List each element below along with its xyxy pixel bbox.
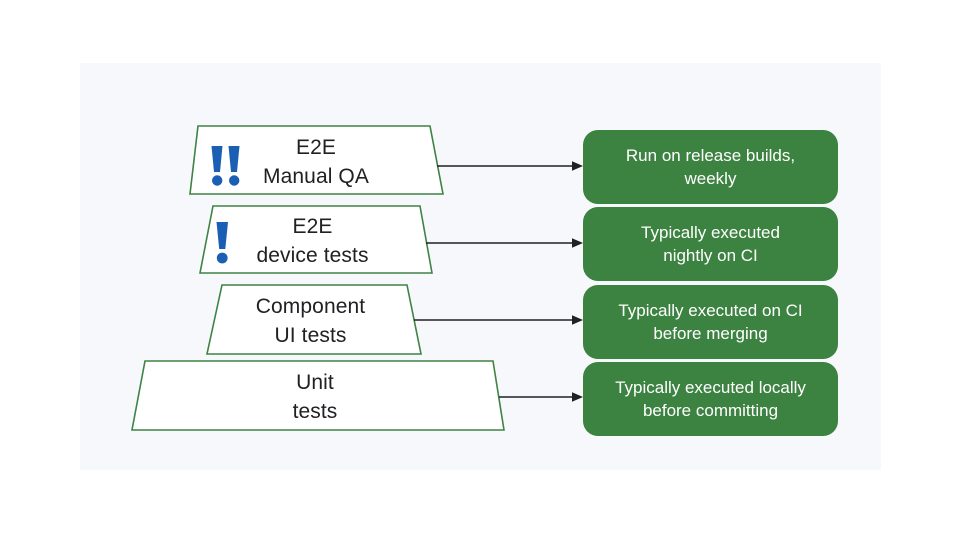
callout-text: Typically executed on CI before merging (618, 301, 803, 343)
connector-arrow-4 (499, 392, 583, 402)
callout-e2e-manual-qa[interactable]: Run on release builds, weekly (583, 130, 838, 204)
double-exclamation-icon (211, 146, 240, 186)
callout-text: Run on release builds, weekly (625, 146, 796, 188)
pyramid-layer-component-ui-tests[interactable] (206, 284, 422, 355)
pyramid-layer-unit-tests[interactable] (131, 360, 505, 431)
connector-arrow-2 (426, 238, 583, 248)
callout-unit-tests[interactable]: Typically executed locally before commit… (583, 362, 838, 436)
pyramid-layer-e2e-manual-qa[interactable] (189, 125, 444, 195)
callout-text: Typically executed nightly on CI (641, 223, 780, 265)
exclamation-icon (216, 222, 228, 264)
pyramid-layer-e2e-device-tests[interactable] (199, 205, 433, 274)
callout-component-ui-tests[interactable]: Typically executed on CI before merging (583, 285, 838, 359)
connector-arrow-3 (414, 315, 583, 325)
callout-text: Typically executed locally before commit… (615, 378, 806, 420)
connector-arrow-1 (437, 161, 583, 171)
callout-e2e-device-tests[interactable]: Typically executed nightly on CI (583, 207, 838, 281)
